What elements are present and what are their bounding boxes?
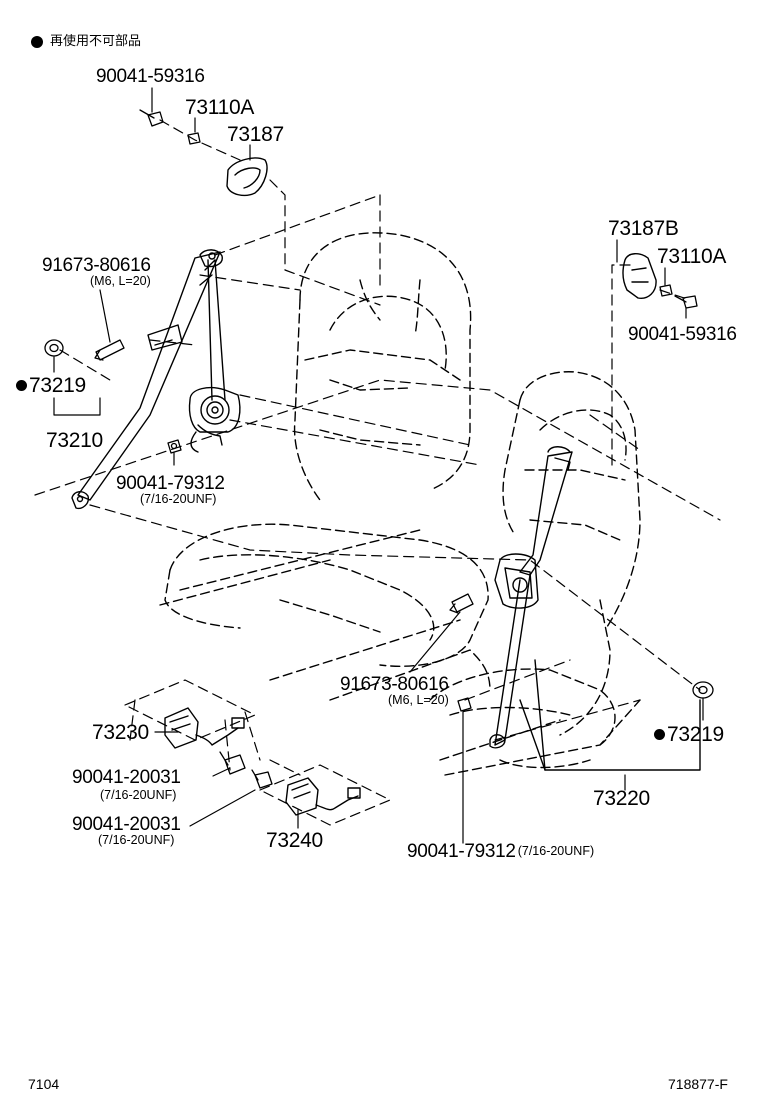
cover-73187 <box>226 157 268 197</box>
left-seat-outline <box>159 232 491 701</box>
part-spec-90041-20031-2: (7/16-20UNF) <box>98 833 175 847</box>
fasteners <box>44 109 714 789</box>
part-spec-90041-20031-1: (7/16-20UNF) <box>100 788 177 802</box>
right-seat-belt-assembly <box>489 446 701 771</box>
legend-text: 再使用不可部品 <box>50 34 142 49</box>
buckle-73230 <box>164 707 245 749</box>
footer-illustration-code: 718877-F <box>668 1076 728 1092</box>
part-label-91673-80616-center[interactable]: 91673-80616 <box>340 674 449 695</box>
part-spec-90041-79312-bottom: (7/16-20UNF) <box>517 844 595 859</box>
part-spec-90041-79312-left: (7/16-20UNF) <box>140 492 217 506</box>
part-label-73230[interactable]: 73230 <box>92 721 149 744</box>
part-label-73187[interactable]: 73187 <box>227 123 284 146</box>
part-label-90041-20031-1[interactable]: 90041-20031 <box>72 767 181 788</box>
part-spec-91673-80616-left: (M6, L=20) <box>90 274 151 288</box>
cover-73187b <box>622 253 657 299</box>
part-label-90041-20031-2[interactable]: 90041-20031 <box>72 814 181 835</box>
part-label-73240[interactable]: 73240 <box>266 829 323 852</box>
part-label-73220[interactable]: 73220 <box>593 787 650 810</box>
part-label-73219-left-row[interactable]: 73219 <box>16 375 86 396</box>
part-label-90041-59316-top[interactable]: 90041-59316 <box>96 66 205 87</box>
part-label-91673-80616-left[interactable]: 91673-80616 <box>42 255 151 276</box>
part-label-90041-59316-right[interactable]: 90041-59316 <box>628 324 737 345</box>
buckle-73240 <box>285 777 361 816</box>
dashed-leaders <box>34 119 721 826</box>
part-label-90041-79312-bottom[interactable]: 90041-79312 <box>407 841 516 862</box>
part-label-73219-left[interactable]: 73219 <box>29 374 86 397</box>
part-label-73187b[interactable]: 73187B <box>608 217 679 240</box>
right-seat-outline <box>429 371 641 776</box>
part-label-73210[interactable]: 73210 <box>46 429 103 452</box>
part-label-73110a-right[interactable]: 73110A <box>657 245 727 268</box>
part-spec-91673-80616-center: (M6, L=20) <box>388 693 449 707</box>
reuse-prohibited-dot-right <box>654 729 665 740</box>
part-label-90041-79312-left[interactable]: 90041-79312 <box>116 473 225 494</box>
reuse-prohibited-marker-dot <box>31 36 43 48</box>
part-label-73219-right-row[interactable]: 73219 <box>654 724 724 745</box>
reuse-prohibited-dot <box>16 380 27 391</box>
part-label-73110a-top[interactable]: 73110A <box>185 96 255 119</box>
part-label-90041-79312-bottom-row[interactable]: 90041-79312 (7/16-20UNF) <box>407 842 594 861</box>
footer-figure-number: 7104 <box>28 1076 60 1092</box>
solid-leaders <box>53 87 704 844</box>
left-seat-belt-assembly <box>71 249 241 510</box>
part-label-73219-right[interactable]: 73219 <box>667 723 724 746</box>
